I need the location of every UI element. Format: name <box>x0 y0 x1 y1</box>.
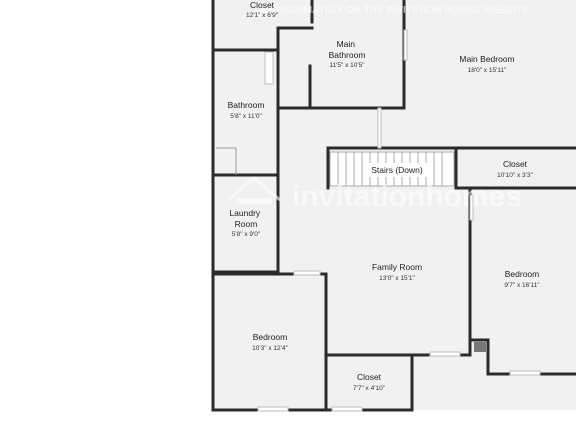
room-name: Closet <box>503 159 528 169</box>
room-laundry-room: Laundry Room 5'8" x 9'0" <box>229 208 262 238</box>
room-name-line: Main <box>337 39 356 49</box>
room-family-room: Family Room 13'0" x 15'1" <box>372 262 422 282</box>
room-stairs: Stairs (Down) <box>364 163 428 177</box>
room-name: Laundry Room <box>229 208 262 229</box>
room-labels: Closet 12'1" x 6'9" Main Bathroom 11'5" … <box>228 0 541 392</box>
room-dims: 11'5" x 10'5" <box>329 62 365 69</box>
room-bedroom-right: Bedroom 9'7" x 16'11" <box>504 269 540 289</box>
watermark-top-text: APPROXIMATELY ON THE INVITATION HOMES WE… <box>259 5 530 16</box>
room-name-line: Room <box>235 219 258 229</box>
room-dims: 12'1" x 6'9" <box>246 12 279 19</box>
room-name: Main Bedroom <box>459 54 514 64</box>
room-name: Closet <box>250 0 275 10</box>
room-dims: 10'3" x 12'4" <box>252 345 288 352</box>
room-bedroom-left: Bedroom 10'3" x 12'4" <box>252 332 288 352</box>
room-dims: 5'8" x 9'0" <box>232 231 261 238</box>
room-name: Stairs (Down) <box>371 165 423 175</box>
details <box>216 29 541 412</box>
room-bathroom: Bathroom 5'8" x 11'0" <box>228 100 265 120</box>
room-name-line: Laundry <box>229 208 260 218</box>
room-main-bathroom: Main Bathroom 11'5" x 10'5" <box>329 39 366 69</box>
watermark-brand: invitationhomes <box>292 180 522 213</box>
room-dims: 10'10" x 3'3" <box>497 172 533 179</box>
room-name: Bedroom <box>505 269 540 279</box>
room-dims: 9'7" x 16'11" <box>504 282 540 289</box>
room-name: Main Bathroom <box>329 39 366 60</box>
room-name: Bathroom <box>228 100 265 110</box>
room-name-line: Bathroom <box>329 50 366 60</box>
room-closet-bottom: Closet 7'7" x 4'10" <box>353 372 386 392</box>
room-name: Closet <box>357 372 382 382</box>
room-main-bedroom: Main Bedroom 18'0" x 15'11" <box>459 54 514 74</box>
watermark: APPROXIMATELY ON THE INVITATION HOMES WE… <box>227 5 530 213</box>
room-name: Family Room <box>372 262 422 272</box>
room-dims: 5'8" x 11'0" <box>230 113 262 120</box>
room-dims: 18'0" x 15'11" <box>468 67 507 74</box>
house-logo-icon <box>227 176 281 204</box>
room-dims: 7'7" x 4'10" <box>353 385 386 392</box>
room-closet-top: Closet 12'1" x 6'9" <box>246 0 279 19</box>
room-closet-right: Closet 10'10" x 3'3" <box>497 159 533 179</box>
room-name: Bedroom <box>253 332 288 342</box>
room-dims: 13'0" x 15'1" <box>379 275 415 282</box>
